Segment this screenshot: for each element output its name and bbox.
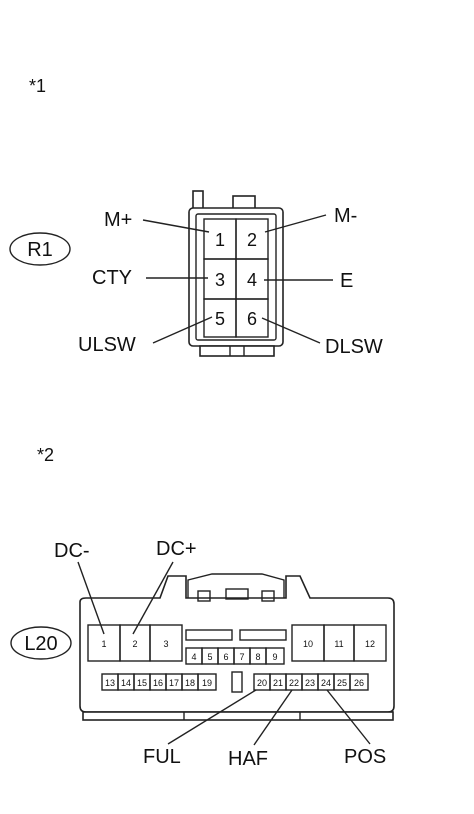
pin-number: 1 <box>101 639 106 649</box>
signal-label-e: E <box>340 270 353 292</box>
pin-cell-big <box>353 624 387 662</box>
leader-line <box>261 317 321 344</box>
connector-id-badge-l20 <box>10 626 72 660</box>
connector-l20: 1 2 3 10 11 12 4 5 6 7 8 9 <box>79 573 395 721</box>
pin-number: 23 <box>305 678 315 688</box>
connector-r1: 1 2 3 4 5 6 <box>188 190 284 357</box>
signal-label-ful: FUL <box>143 746 181 768</box>
connector-id-r1: R1 <box>27 239 53 261</box>
pin-number: 18 <box>185 678 195 688</box>
pin-cell-big <box>149 624 183 662</box>
connector-id-l20: L20 <box>24 633 57 655</box>
signal-label-pos: POS <box>344 746 386 768</box>
signal-label-m-minus: M- <box>334 205 357 227</box>
pin-number: 2 <box>247 230 257 250</box>
signal-label-dc-plus: DC+ <box>156 538 197 560</box>
pin-number: 3 <box>215 270 225 290</box>
pin-number: 3 <box>163 639 168 649</box>
signal-label-cty: CTY <box>92 267 132 289</box>
signal-label-haf: HAF <box>228 748 268 770</box>
leader-line <box>167 689 257 745</box>
leader-line <box>77 561 105 635</box>
pin-number: 13 <box>105 678 115 688</box>
pin-number: 26 <box>354 678 364 688</box>
pin-number: 16 <box>153 678 163 688</box>
pin-row-mid: 4 5 6 7 8 9 <box>185 647 285 665</box>
connector-id-badge-r1 <box>9 232 71 266</box>
pin-number: 5 <box>207 652 212 662</box>
note-2: *2 <box>37 445 54 465</box>
pin-number: 1 <box>215 230 225 250</box>
signal-label-dc-minus: DC- <box>54 540 90 562</box>
pin-row-bottom-left: 13 14 15 16 17 18 19 <box>101 673 217 691</box>
leader-line <box>253 689 293 746</box>
pin-number: 21 <box>273 678 283 688</box>
leader-line <box>142 219 210 233</box>
pin-number: 4 <box>247 270 257 290</box>
pin-number: 12 <box>365 639 375 649</box>
signal-label-m-plus: M+ <box>104 209 132 231</box>
pin-row-bottom-right: 20 21 22 23 24 25 26 <box>253 673 369 691</box>
pin-number: 10 <box>303 639 313 649</box>
pin-number: 6 <box>247 309 257 329</box>
pin-number: 6 <box>223 652 228 662</box>
connector-l20-bottom <box>82 711 394 721</box>
leader-line <box>264 214 327 233</box>
connector-r1-bottom <box>199 345 275 357</box>
connector-r1-inner <box>195 213 277 341</box>
pin-number: 7 <box>239 652 244 662</box>
connector-l20-latch <box>187 573 285 598</box>
note-1: *1 <box>29 76 46 96</box>
signal-label-ulsw: ULSW <box>78 334 136 356</box>
pin-number: 5 <box>215 309 225 329</box>
pin-number: 4 <box>191 652 196 662</box>
pin-number: 22 <box>289 678 299 688</box>
pin-number: 24 <box>321 678 331 688</box>
leader-line <box>152 316 213 344</box>
leader-line <box>326 689 371 745</box>
pin-number: 2 <box>132 639 137 649</box>
pin-number: 20 <box>257 678 267 688</box>
pin-cell-6 <box>235 298 269 338</box>
pin-number: 15 <box>137 678 147 688</box>
key-notch <box>231 671 243 693</box>
pin-number: 17 <box>169 678 179 688</box>
pin-number: 9 <box>272 652 277 662</box>
signal-label-dlsw: DLSW <box>325 336 383 358</box>
pin-number: 8 <box>255 652 260 662</box>
pin-number: 14 <box>121 678 131 688</box>
pin-number: 19 <box>202 678 212 688</box>
pin-number: 25 <box>337 678 347 688</box>
leader-line <box>132 561 174 635</box>
pin-number: 11 <box>334 639 343 649</box>
